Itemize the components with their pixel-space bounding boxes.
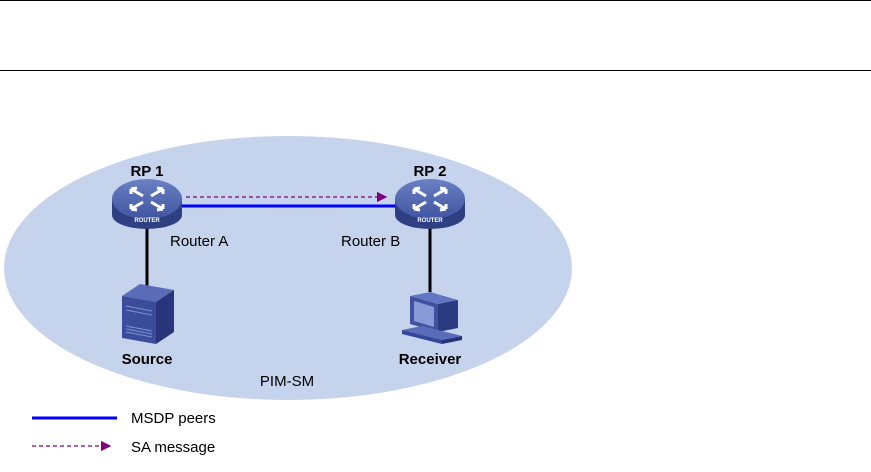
router-b-icon: ROUTER xyxy=(395,179,465,229)
router-a-badge: ROUTER xyxy=(134,218,160,224)
legend: MSDP peers SA message xyxy=(32,410,216,456)
receiver-label: Receiver xyxy=(399,351,462,368)
source-label: Source xyxy=(122,351,173,368)
header-top-rule xyxy=(0,0,871,1)
host-computer-icon xyxy=(402,292,462,344)
server-icon xyxy=(122,284,174,344)
router-b-label: Router B xyxy=(341,233,400,250)
router-a-icon: ROUTER xyxy=(112,179,182,229)
router-a-label: Router A xyxy=(170,233,228,250)
pim-sm-domain xyxy=(4,136,572,400)
rp2-label: RP 2 xyxy=(413,163,446,180)
header-bottom-rule xyxy=(0,70,871,71)
router-b-badge: ROUTER xyxy=(417,218,443,224)
legend-msdp-label: MSDP peers xyxy=(131,410,216,427)
rp1-label: RP 1 xyxy=(130,163,163,180)
legend-sa-label: SA message xyxy=(131,439,215,456)
pim-sm-label: PIM-SM xyxy=(260,373,314,390)
